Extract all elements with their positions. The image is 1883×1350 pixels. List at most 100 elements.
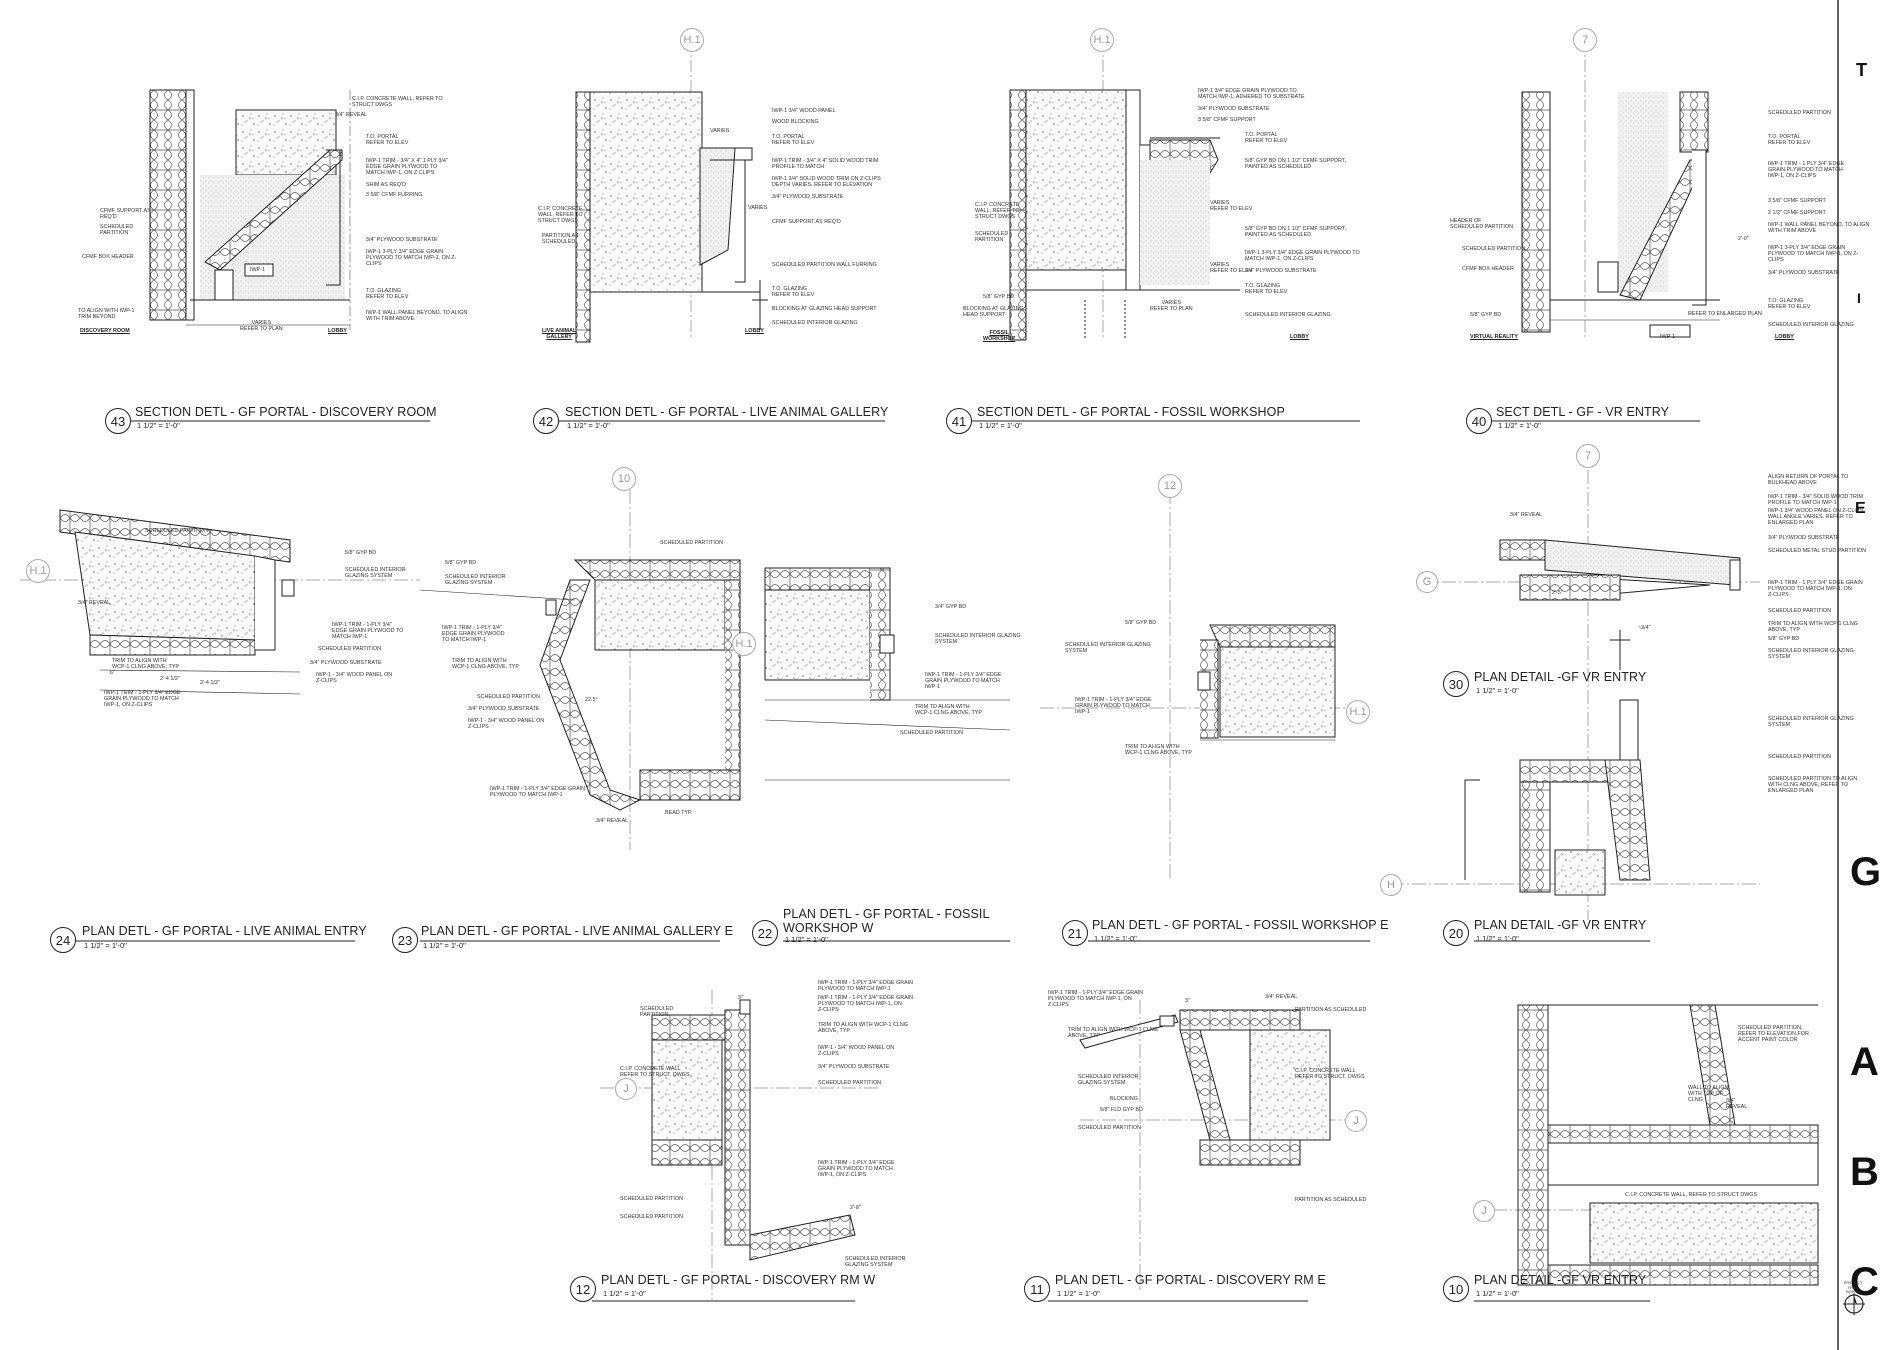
callout-note: IWP-1 TRIM - 1-PLY 3/4" EDGE GRAIN PLYWO…: [818, 1160, 895, 1179]
detail-number-bubble: 41: [946, 408, 972, 434]
callout-note: 22.5°: [585, 697, 598, 703]
callout-note: SCHEDULED PARTITION: [818, 1080, 881, 1086]
gridline-bubble: H.1: [1346, 700, 1370, 724]
callout-note: IWP-1 3-PLY 3/4" EDGE GRAIN PLYWOOD TO M…: [366, 249, 457, 268]
callout-note: 3": [1185, 998, 1190, 1004]
callout-note: IWP-1 TRIM - 1-PLY 3/4" EDGE GRAIN PLYWO…: [818, 980, 914, 993]
callout-note: IWP-1 TRIM - 1-PLY 3/4" EDGE GRAIN PLYWO…: [818, 995, 914, 1014]
detail-number-bubble: 43: [105, 408, 131, 434]
callout-note: T.O. PORTAL REFER TO ELEV: [366, 134, 409, 147]
callout-note: SCHEDULED PARTITION: [900, 730, 963, 736]
detail-title: PLAN DETL - GF PORTAL - FOSSIL WORKSHOP …: [1092, 918, 1389, 932]
callout-note: BLOCKING AT GLAZING HEAD SUPPORT: [772, 306, 877, 312]
detail-scale: 1 1/2" = 1'-0": [1476, 1289, 1519, 1298]
sidebar-letter: G: [1850, 850, 1882, 894]
gridline-bubble: J: [1473, 1200, 1495, 1222]
callout-note: 3/4" PLYWOOD SUBSTRATE: [1768, 270, 1840, 276]
callout-note: PARTITION AS SCHEDULED: [1295, 1197, 1367, 1203]
detail-number-bubble: 23: [392, 927, 418, 953]
callout-note: C.I.P. CONCRETE WALL, REFER TO STRUCT DW…: [538, 206, 583, 225]
north-arrow-label: PROJECT TRUE NORTH: [1843, 1280, 1863, 1294]
callout-note: PARTITION AS SCHEDULED: [1295, 1007, 1367, 1013]
callout-note: 2'-5": [1552, 590, 1563, 596]
detail-title: PLAN DETAIL -GF VR ENTRY: [1474, 670, 1647, 684]
callout-note: IWP-1 TRIM - 1-PLY 3/4" EDGE GRAIN PLYWO…: [332, 622, 404, 641]
room-label: LIVE ANIMAL GALLERY: [542, 328, 577, 340]
callout-note: IWP-1 TRIM - 1-PLY 3/4" EDGE GRAIN PLYWO…: [1075, 697, 1152, 716]
callout-note: HEADER OF SCHEDULED PARTITION: [1450, 218, 1513, 231]
callout-note: SCHEDULED PARTITION WALL FURRING: [772, 262, 877, 268]
gridline-bubble: 7: [1573, 28, 1597, 52]
callout-note: SCHEDULED PARTITION: [1768, 754, 1831, 760]
callout-note: SCHEDULED INTERIOR GLAZING SYSTEM: [445, 574, 506, 587]
callout-note: IWP-1 - 3/4" WOOD PANEL ON Z-CLIPS: [316, 672, 393, 685]
callout-note: IWP-1 3/4" WOOD PANEL: [772, 108, 836, 114]
callout-note: TRIM TO ALIGN WITH WCP-1 CLNG ABOVE, TYP: [1125, 744, 1193, 757]
callout-note: CFMF SUPPORT AS REQ'D: [772, 219, 841, 225]
callout-note: 5/8" GYP BD: [345, 550, 377, 556]
callout-note: IWP-1 TRIM - 3/4" X 4" 1 PLY 3/4" EDGE G…: [366, 158, 448, 177]
callout-note: 3/4" REVEAL: [1265, 994, 1298, 1000]
callout-note: SCHEDULED PARTITION: [640, 1006, 674, 1019]
callout-note: VARIES REFER TO ELEV: [1210, 200, 1253, 213]
callout-note: SCHEDULED INTERIOR GLAZING SYSTEM: [845, 1256, 906, 1269]
gridline-bubble: 12: [1158, 474, 1182, 498]
callout-note: IWP-1 TRIM - 1-PLY 3/4" EDGE GRAIN PLYWO…: [1048, 990, 1144, 1009]
callout-note: C.I.P. CONCRETE WALL, REFER TO STRUCT DW…: [1625, 1192, 1758, 1198]
callout-note: 3/4" PLYWOOD SUBSTRATE: [818, 1064, 890, 1070]
callout-note: SCHEDULED PARTITION: [477, 694, 540, 700]
callout-note: SCHEDULED PARTITION: [660, 540, 723, 546]
detail-scale: 1 1/2" = 1'-0": [1476, 934, 1519, 943]
callout-note: SCHEDULED INTERIOR GLAZING SYSTEM: [1078, 1074, 1139, 1087]
callout-note: SCHEDULED INTERIOR GLAZING SYSTEM: [935, 633, 1021, 646]
callout-note: C.I.P. CONCRETE WALL REFER TO STRUCT. DW…: [1295, 1068, 1365, 1081]
callout-note: IWP-1 3-PLY 3/4" EDGE GRAIN PLYWOOD TO M…: [1768, 245, 1859, 264]
callout-note: 3/4" REVEAL: [78, 600, 111, 606]
callout-note: 5/8" GYP BD: [1470, 312, 1502, 318]
detail-21-linework: [1040, 490, 1360, 880]
detail-number-bubble: 42: [533, 408, 559, 434]
callout-note: 3 5/8" CFMF FURRING: [366, 192, 423, 198]
callout-note: 3/4" PLYWOOD SUBSTRATE: [1245, 268, 1317, 274]
detail-12-linework: [600, 990, 880, 1300]
detail-40-linework: [1521, 40, 1720, 340]
gridline-bubble: G: [1416, 571, 1438, 593]
callout-note: 3/4" PLYWOOD SUBSTRATE: [468, 706, 540, 712]
callout-note: SCHEDULED INTERIOR GLAZING: [1768, 322, 1854, 328]
detail-title: PLAN DETL - GF PORTAL - FOSSIL WORKSHOP …: [783, 907, 990, 935]
gridline-bubble: 10: [612, 467, 636, 491]
detail-number-bubble: 40: [1466, 408, 1492, 434]
detail-number-bubble: 12: [570, 1276, 596, 1302]
callout-note: 2'-0": [1738, 236, 1749, 242]
callout-note: CFMF BOX HEADER: [82, 254, 134, 260]
callout-note: 3/4" PLYWOOD SUBSTRATE: [1198, 106, 1270, 112]
detail-43-linework: [149, 89, 351, 330]
callout-note: IWP-1 TRIM - 1-PLY 3/4" EDGE GRAIN PLYWO…: [925, 672, 1002, 691]
callout-note: T.O. GLAZING REFER TO ELEV: [1768, 298, 1811, 311]
callout-note: 5/8" FLD GYP BD: [1100, 1107, 1143, 1113]
detail-number-bubble: 20: [1443, 920, 1469, 946]
callout-note: SCHEDULED PARTITION: [1078, 1125, 1141, 1131]
callout-note: SCHEDULED INTERIOR GLAZING: [1245, 312, 1331, 318]
callout-note: REFER TO ENLARGED PLAN: [1688, 311, 1762, 317]
callout-note: IWP-1: [250, 267, 265, 273]
callout-note: 3": [738, 995, 743, 1001]
callout-note: SCHEDULED PARTITION: [318, 646, 381, 652]
detail-title: SECT DETL - GF - VR ENTRY: [1496, 405, 1670, 419]
gridline-bubble: H.1: [26, 559, 50, 583]
detail-30-linework: [1420, 470, 1760, 920]
callout-note: 3/4" GYP BD: [935, 604, 967, 610]
callout-note: TRIM TO ALIGN WITH WCP-1 CLNG ABOVE, TYP: [112, 658, 180, 671]
callout-note: C.I.P. CONCRETE WALL, REFER TO STRUCT DW…: [975, 202, 1020, 221]
detail-scale: 1 1/2" = 1'-0": [979, 421, 1022, 430]
detail-20-linework: [1390, 699, 1760, 896]
callout-note: T.O. GLAZING REFER TO ELEV: [772, 286, 815, 299]
detail-10-linework: [1493, 1004, 1820, 1286]
callout-note: VARIES REFER TO ELEV: [1210, 262, 1253, 275]
callout-note: SCHEDULED PARTITION TO ALIGN WITH CLNG A…: [1768, 776, 1858, 795]
callout-note: IWP-1 3/4" WOOD PANEL ON Z-CLIPS WALL AN…: [1768, 508, 1864, 527]
callout-note: IWP-1 WALL PANEL BEYOND, TO ALIGN WITH T…: [1768, 222, 1870, 235]
callout-note: IWP-1 TRIM - 1-PLY 3/4" EDGE GRAIN PLYWO…: [490, 786, 586, 799]
callout-note: SCHEDULED PARTITION: [1768, 110, 1831, 116]
